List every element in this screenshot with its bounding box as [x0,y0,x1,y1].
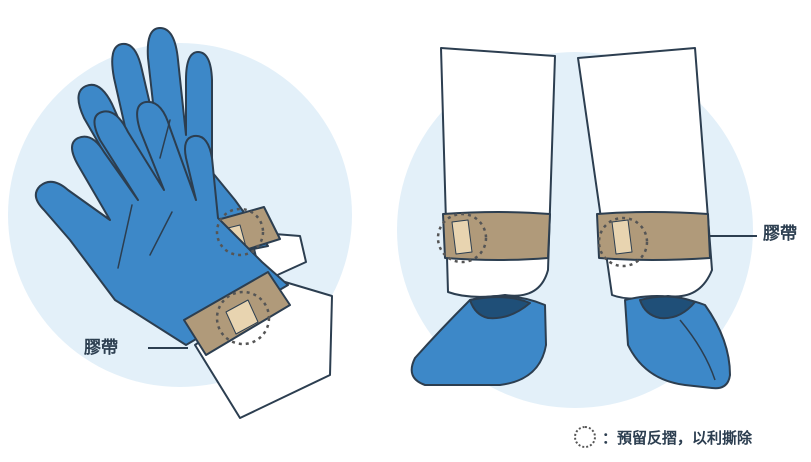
tape-label-right: 膠帶 [763,226,797,243]
dotted-circle-icon [574,426,596,448]
right-leg-tape-fold [612,220,632,254]
tape-label-left: 膠帶 [84,340,118,357]
legend-text: ：預留反摺，以利撕除 [602,427,752,448]
legend: ：預留反摺，以利撕除 [574,424,752,450]
left-leg-tape-fold [452,220,472,254]
